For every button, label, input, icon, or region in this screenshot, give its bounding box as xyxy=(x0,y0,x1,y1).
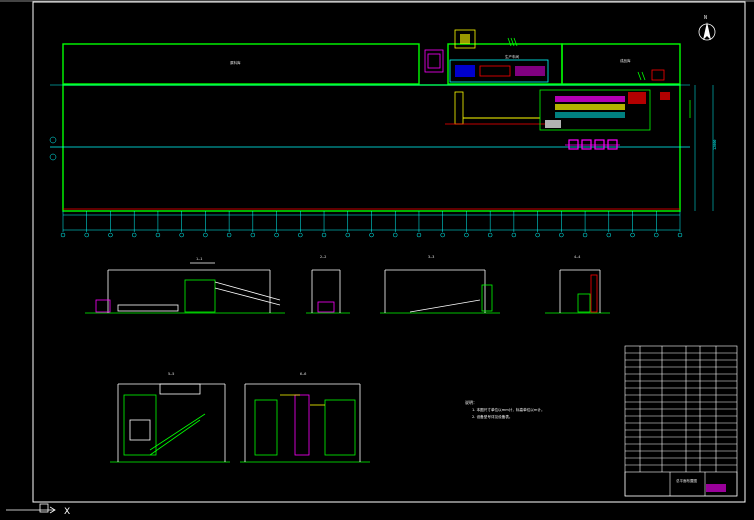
ucs-icon: X xyxy=(6,503,70,517)
notes-heading: 说明： xyxy=(465,399,477,405)
section-3: 3—3 xyxy=(380,255,500,314)
drawing-notes: 说明： 1. 本图尺寸单位以mm计，标高单位以m计。 2. 设备型号详见设备表。 xyxy=(465,399,545,419)
svg-text:1—1: 1—1 xyxy=(196,257,202,261)
site-boundary xyxy=(62,84,681,212)
svg-text:6—6: 6—6 xyxy=(300,372,306,376)
plan-block-right xyxy=(561,43,681,85)
plan-label-right: 成品库 xyxy=(620,58,631,63)
plan-label-left: 原料库 xyxy=(230,60,241,65)
drawing-frame xyxy=(32,1,746,503)
svg-text:12000: 12000 xyxy=(713,139,717,150)
notes-line-2: 2. 设备型号详见设备表。 xyxy=(472,414,513,419)
section-6: 6—6 xyxy=(240,372,370,463)
section-4: 4—4 xyxy=(545,255,610,314)
plan-block-mid xyxy=(447,43,563,85)
title-block-name: 总平面布置图 xyxy=(676,478,697,483)
svg-text:2—2: 2—2 xyxy=(320,255,326,259)
elevation-sections: 1—1 2—2 3—3 4—4 xyxy=(85,255,610,314)
north-arrow-icon: N xyxy=(698,15,716,41)
svg-text:5—5: 5—5 xyxy=(168,372,174,376)
plan-label-mid: 生产车间 xyxy=(505,54,519,59)
north-label: N xyxy=(704,15,707,21)
svg-text:3—3: 3—3 xyxy=(428,255,434,259)
equipment-table: 总平面布置图 xyxy=(624,345,738,497)
svg-text:X: X xyxy=(64,507,70,517)
section-1: 1—1 xyxy=(85,257,285,314)
equipment-cluster xyxy=(424,29,691,150)
section-2: 2—2 xyxy=(306,255,350,314)
plan-block-left xyxy=(62,43,420,85)
plan-view: 原料库 成品库 生产车间 12000 xyxy=(49,29,717,238)
notes-line-1: 1. 本图尺寸单位以mm计，标高单位以m计。 xyxy=(472,407,545,412)
svg-text:4—4: 4—4 xyxy=(574,255,580,259)
detail-sections: 5—5 6—6 xyxy=(110,372,370,463)
section-5: 5—5 xyxy=(110,372,230,463)
